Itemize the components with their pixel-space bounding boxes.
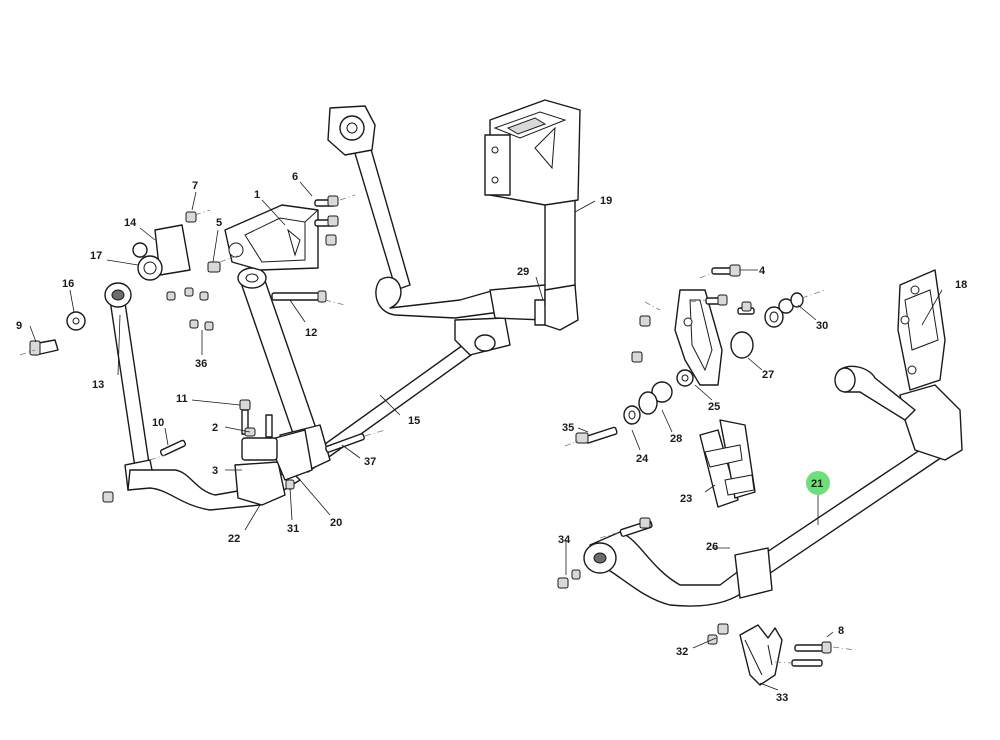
- right-assembly-axis-lines: [564, 272, 856, 664]
- bracket-1: [224, 204, 319, 271]
- left-assembly-axis-lines: [19, 194, 386, 461]
- callout-36[interactable]: 36: [195, 358, 207, 370]
- callout-20[interactable]: 20: [330, 517, 342, 529]
- left-stabilizer-bar: [127, 429, 313, 511]
- callout-26[interactable]: 26: [706, 541, 718, 553]
- callout-5[interactable]: 5: [216, 217, 222, 229]
- callout-7[interactable]: 7: [192, 180, 198, 192]
- callout-27[interactable]: 27: [762, 369, 774, 381]
- callout-3[interactable]: 3: [212, 465, 218, 477]
- callout-30[interactable]: 30: [816, 320, 828, 332]
- callout-8[interactable]: 8: [838, 625, 844, 637]
- callout-10[interactable]: 10: [152, 417, 164, 429]
- callout-1[interactable]: 1: [254, 189, 260, 201]
- callout-4[interactable]: 4: [759, 265, 766, 277]
- callout-34[interactable]: 34: [558, 534, 571, 546]
- right-stabilizer-bar: [583, 269, 963, 607]
- callout-31[interactable]: 31: [287, 523, 299, 535]
- callout-labels: 1 2 3 4 5 6 7 8 9 10 11 12 13 14 15 16 1…: [16, 171, 967, 704]
- right-bracket: [575, 289, 754, 444]
- callout-35[interactable]: 35: [562, 422, 574, 434]
- callout-6[interactable]: 6: [292, 171, 298, 183]
- left-hardware: [29, 195, 365, 503]
- callout-2[interactable]: 2: [212, 422, 218, 434]
- callout-28[interactable]: 28: [670, 433, 682, 445]
- callout-16[interactable]: 16: [62, 278, 74, 290]
- callout-25[interactable]: 25: [708, 401, 720, 413]
- right-hardware: [557, 264, 832, 686]
- callout-23[interactable]: 23: [680, 493, 692, 505]
- callout-9[interactable]: 9: [16, 320, 22, 332]
- callout-12[interactable]: 12: [305, 327, 317, 339]
- callout-29[interactable]: 29: [517, 266, 529, 278]
- clamp-bracket-23: [699, 419, 756, 508]
- callout-11[interactable]: 11: [176, 393, 188, 405]
- callout-22[interactable]: 22: [228, 533, 240, 545]
- cross-rod: [299, 317, 511, 473]
- callout-33[interactable]: 33: [776, 692, 788, 704]
- drop-link-13: [104, 282, 156, 491]
- callout-13[interactable]: 13: [92, 379, 104, 391]
- callout-18[interactable]: 18: [955, 279, 967, 291]
- callout-14[interactable]: 14: [124, 217, 137, 229]
- callout-21[interactable]: 21: [811, 478, 823, 490]
- support-column: [484, 99, 581, 331]
- callout-37[interactable]: 37: [364, 456, 376, 468]
- highlight-marker: [806, 471, 830, 495]
- callout-24[interactable]: 24: [636, 453, 649, 465]
- callout-32[interactable]: 32: [676, 646, 688, 658]
- callout-15[interactable]: 15: [408, 415, 420, 427]
- callout-17[interactable]: 17: [90, 250, 102, 262]
- callout-19[interactable]: 19: [600, 195, 612, 207]
- leader-lines: [29, 181, 943, 691]
